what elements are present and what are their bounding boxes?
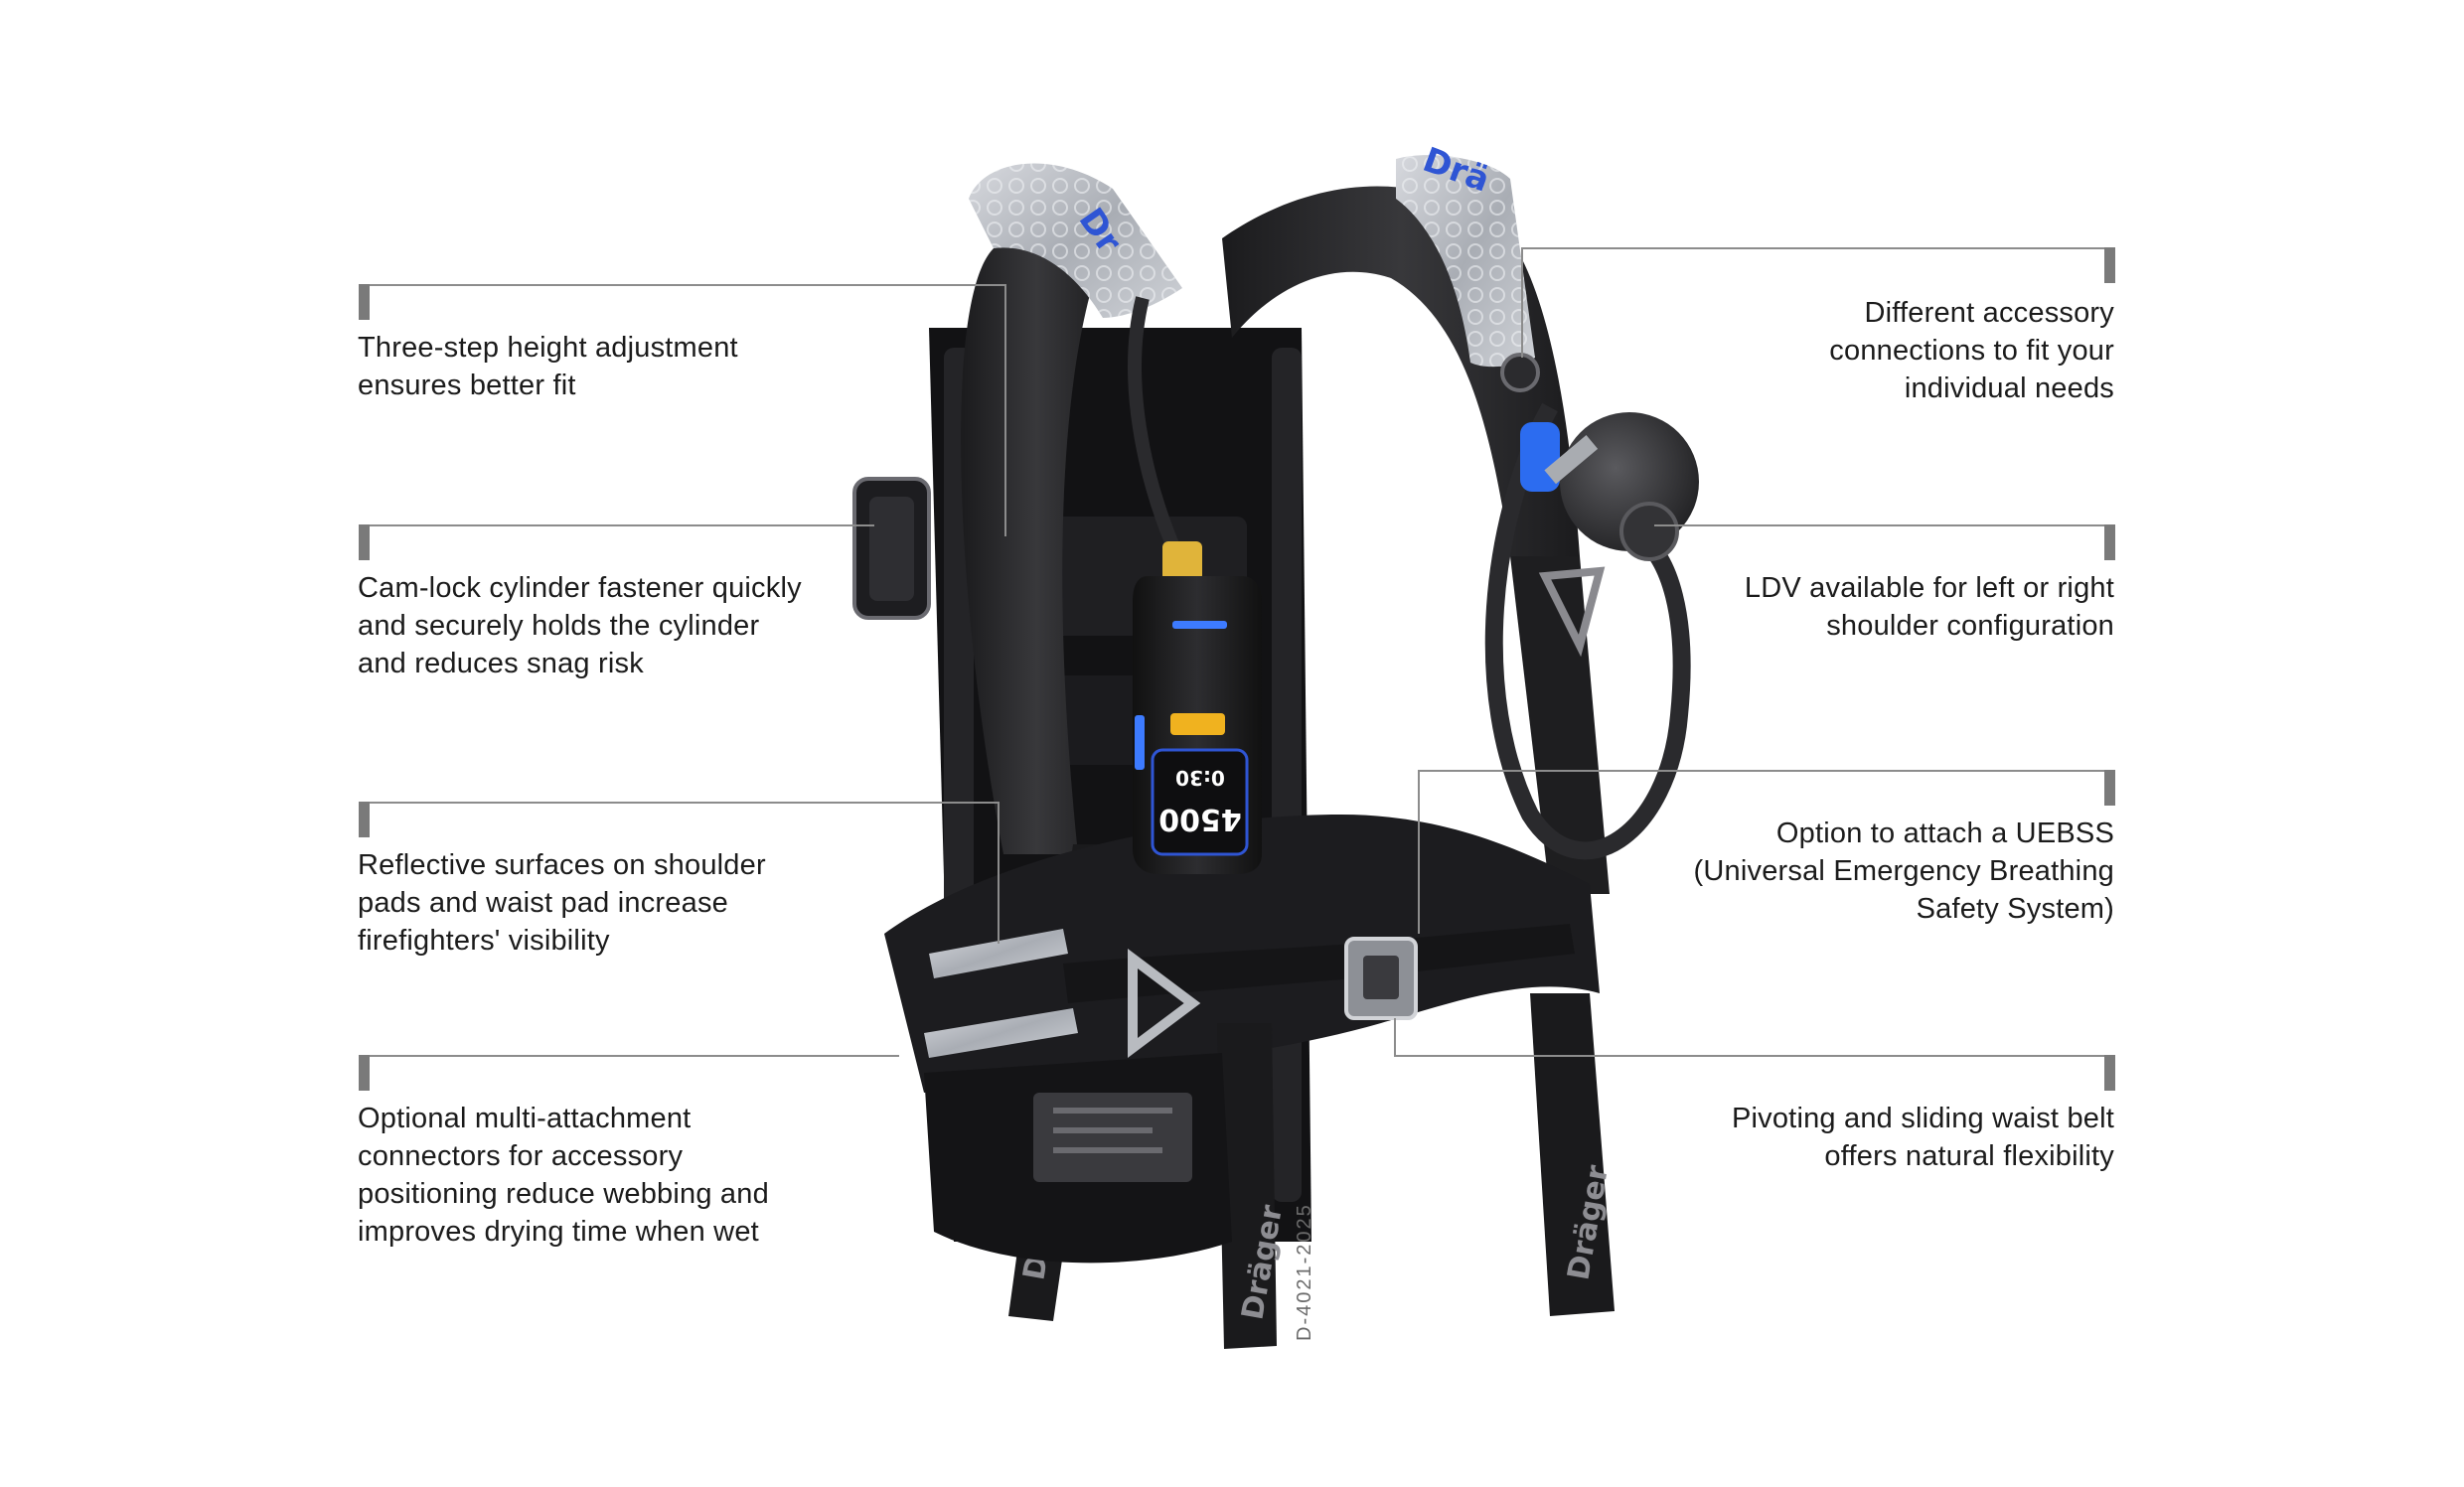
pressure-hose [1128, 296, 1184, 559]
callout-line: offers natural flexibility [1824, 1140, 2114, 1172]
callout-multi-attachment: Optional multi-attachment connectors for… [358, 1100, 769, 1251]
callout-line: Three-step height adjustment [358, 332, 738, 364]
scba-harness-illustration: Dr Dräger Drä Dräger [852, 140, 1699, 1349]
callout-line: positioning reduce webbing and [358, 1178, 769, 1210]
right-shoulder-strap: Drä Dräger [1222, 140, 1616, 1316]
led-indicator [1172, 621, 1227, 629]
leader-line-uebss [1418, 770, 2112, 934]
callout-line: Option to attach a UEBSS [1775, 818, 2114, 849]
marker-cam-lock [359, 524, 370, 560]
marker-multi-attachment [359, 1055, 370, 1091]
callout-line: connectors for accessory [358, 1140, 684, 1172]
callout-line: and reduces snag risk [358, 648, 644, 679]
marker-uebss [2104, 770, 2115, 806]
callout-line: ensures better fit [358, 370, 576, 401]
marker-waist-belt [2104, 1055, 2115, 1091]
marker-accessory-connections [2104, 247, 2115, 283]
marker-reflective [359, 802, 370, 837]
callout-height-adjustment: Three-step height adjustment ensures bet… [358, 329, 738, 404]
leader-lines [362, 247, 2112, 1057]
time-readout: 0:30 [1175, 766, 1225, 790]
callout-line: Pivoting and sliding waist belt [1731, 1103, 2114, 1134]
marker-ldv [2104, 524, 2115, 560]
callout-accessory-connections: Different accessory connections to fit y… [1829, 294, 2114, 407]
callout-waist-belt: Pivoting and sliding waist belt offers n… [1732, 1100, 2114, 1175]
marker-height-adjustment [359, 284, 370, 320]
callout-line: LDV available for left or right [1744, 572, 2114, 604]
reflective-stripe [924, 1008, 1078, 1058]
callout-ldv: LDV available for left or right shoulder… [1745, 569, 2114, 645]
pressure-display-device: 0:30 4500 [1133, 541, 1262, 874]
callout-line: Optional multi-attachment [358, 1103, 692, 1134]
cam-lock-fastener [852, 477, 931, 620]
leader-line-reflective [362, 802, 1000, 944]
lower-back-pad [924, 1053, 1232, 1264]
d-ring [1128, 949, 1201, 1058]
callout-line: Cam-lock cylinder fastener quickly [358, 572, 802, 604]
leader-line-accessory-connections [1521, 247, 2112, 358]
callout-line: Safety System) [1916, 893, 2114, 925]
pressure-readout: 4500 [1158, 802, 1242, 836]
callout-line: connections to fit your [1829, 335, 2114, 367]
callout-line: Different accessory [1864, 297, 2114, 329]
callout-line: shoulder configuration [1826, 610, 2114, 642]
callout-line: pads and waist pad increase [358, 887, 728, 919]
callout-line: firefighters' visibility [358, 925, 610, 957]
callout-line: Reflective surfaces on shoulder [358, 849, 766, 881]
callout-line: individual needs [1904, 372, 2114, 404]
leader-line-waist-belt [1394, 1018, 2112, 1057]
callout-line: improves drying time when wet [358, 1216, 759, 1248]
ldv-regulator [1484, 402, 1699, 860]
callout-reflective-surfaces: Reflective surfaces on shoulder pads and… [358, 846, 766, 960]
callout-markers [359, 247, 2115, 1091]
reference-code: D-4021-2025 [1294, 1203, 1315, 1341]
device-screen [1151, 748, 1249, 856]
callout-line: and securely holds the cylinder [358, 610, 760, 642]
callout-line: (Universal Emergency Breathing [1693, 855, 2114, 887]
callout-cam-lock: Cam-lock cylinder fastener quickly and s… [358, 569, 802, 682]
callout-uebss: Option to attach a UEBSS (Universal Emer… [1694, 815, 2114, 928]
reflective-stripe [929, 929, 1068, 978]
waist-belt: Dräger [884, 815, 1600, 1349]
leader-line-height-adjustment [362, 284, 1006, 536]
